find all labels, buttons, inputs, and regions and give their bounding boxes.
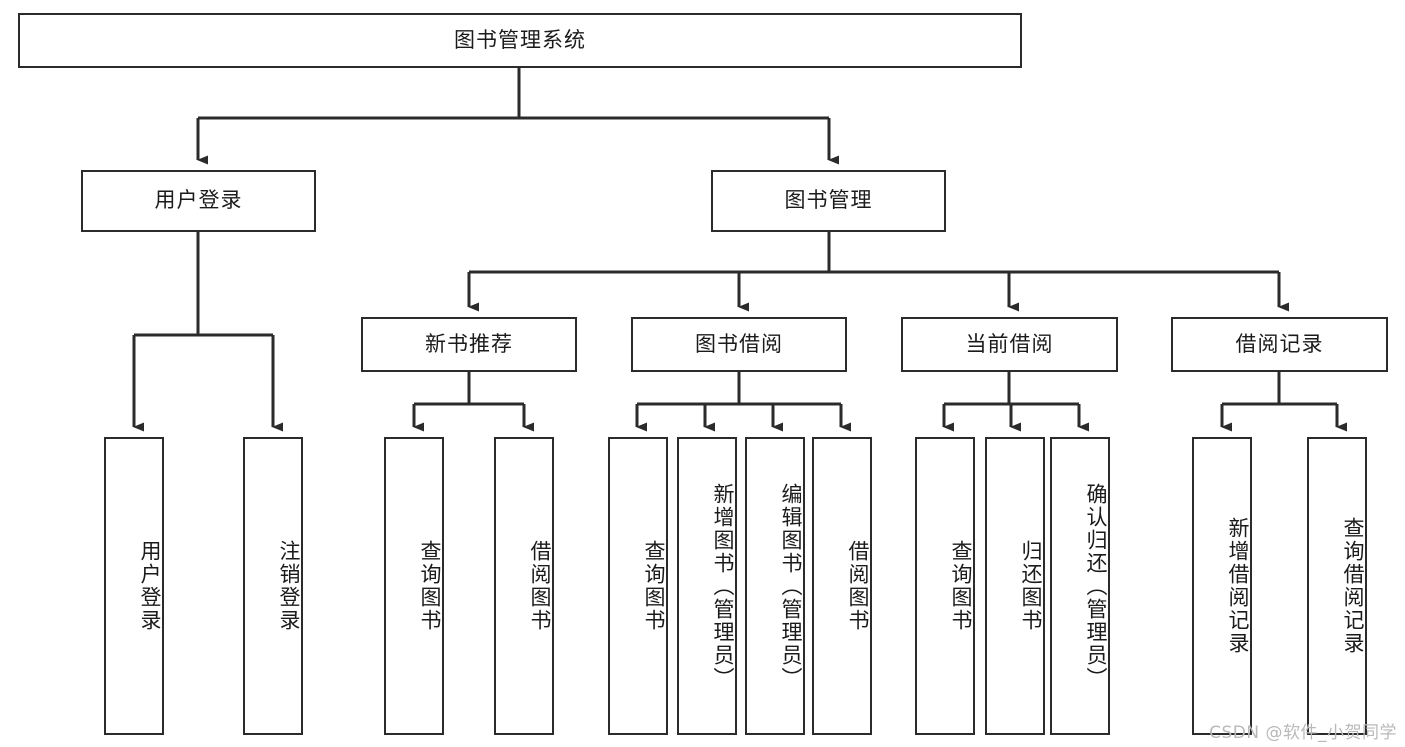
node-book-borrow-label: 图书借阅 <box>695 331 783 356</box>
node-root[interactable]: 图书管理系统 <box>18 13 1022 68</box>
node-book-manage[interactable]: 图书管理 <box>711 170 946 232</box>
node-leaf-confirm-return-label: 确认归还（管理员） <box>1084 482 1108 690</box>
node-leaf-add-record-label: 新增借阅记录 <box>1226 517 1250 655</box>
node-leaf-edit-book-label: 编辑图书（管理员） <box>779 482 803 690</box>
node-leaf-add-record[interactable]: 新增借阅记录 <box>1192 437 1252 735</box>
node-leaf-query-book-3-label: 查询图书 <box>949 540 973 632</box>
node-leaf-return-book-label: 归还图书 <box>1019 540 1043 632</box>
node-user-login-label: 用户登录 <box>154 188 243 213</box>
node-leaf-add-book-label: 新增图书（管理员） <box>711 482 735 690</box>
node-new-book-recommend-label: 新书推荐 <box>425 331 513 356</box>
node-leaf-query-book-3[interactable]: 查询图书 <box>915 437 975 735</box>
node-leaf-borrow-book-2[interactable]: 借阅图书 <box>812 437 872 735</box>
node-current-borrow[interactable]: 当前借阅 <box>901 317 1118 372</box>
node-leaf-query-record[interactable]: 查询借阅记录 <box>1307 437 1367 735</box>
node-leaf-query-record-label: 查询借阅记录 <box>1341 517 1365 655</box>
node-leaf-logout-login[interactable]: 注销登录 <box>243 437 303 735</box>
node-leaf-borrow-book-1[interactable]: 借阅图书 <box>494 437 554 735</box>
node-user-login[interactable]: 用户登录 <box>81 170 316 232</box>
node-leaf-borrow-book-2-label: 借阅图书 <box>846 540 870 632</box>
node-leaf-confirm-return[interactable]: 确认归还（管理员） <box>1050 437 1110 735</box>
node-leaf-user-login[interactable]: 用户登录 <box>104 437 164 735</box>
node-leaf-query-book-1[interactable]: 查询图书 <box>384 437 444 735</box>
node-leaf-return-book[interactable]: 归还图书 <box>985 437 1045 735</box>
node-root-label: 图书管理系统 <box>454 27 586 52</box>
node-leaf-query-book-2-label: 查询图书 <box>642 540 666 632</box>
node-leaf-user-login-label: 用户登录 <box>138 540 162 632</box>
node-current-borrow-label: 当前借阅 <box>965 331 1054 356</box>
node-borrow-record[interactable]: 借阅记录 <box>1171 317 1388 372</box>
node-leaf-edit-book[interactable]: 编辑图书（管理员） <box>745 437 805 735</box>
node-book-manage-label: 图书管理 <box>784 188 873 213</box>
node-borrow-record-label: 借阅记录 <box>1235 331 1324 356</box>
node-book-borrow[interactable]: 图书借阅 <box>631 317 847 372</box>
node-leaf-query-book-1-label: 查询图书 <box>418 540 442 632</box>
node-leaf-query-book-2[interactable]: 查询图书 <box>608 437 668 735</box>
node-leaf-add-book[interactable]: 新增图书（管理员） <box>677 437 737 735</box>
node-leaf-borrow-book-1-label: 借阅图书 <box>528 540 552 632</box>
node-leaf-logout-login-label: 注销登录 <box>277 540 301 632</box>
node-new-book-recommend[interactable]: 新书推荐 <box>361 317 577 372</box>
